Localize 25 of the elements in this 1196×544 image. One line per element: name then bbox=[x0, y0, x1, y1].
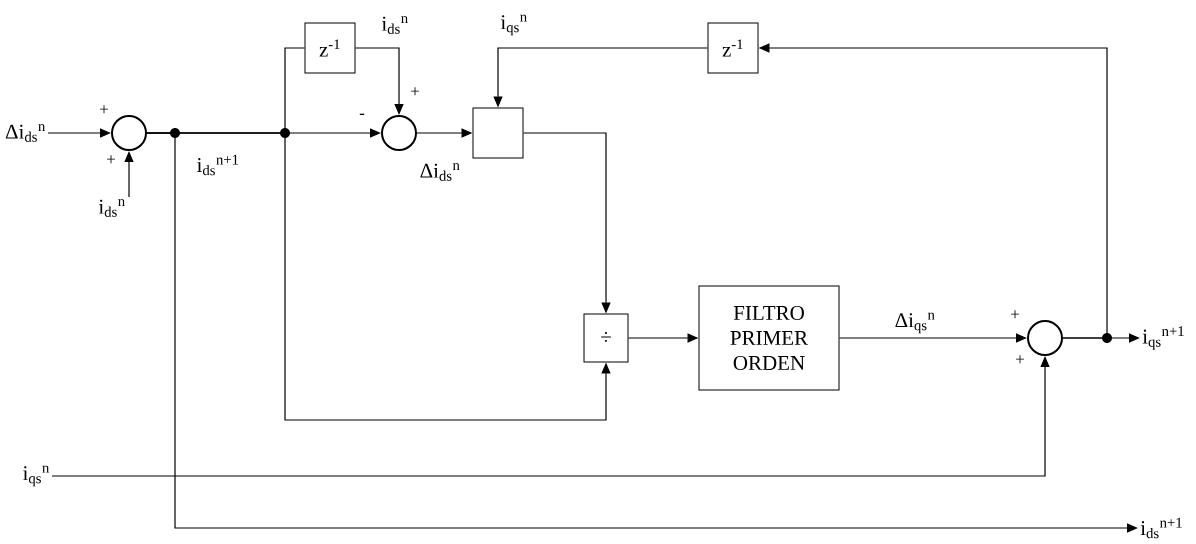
summing-junction bbox=[1027, 320, 1063, 356]
sign-label: + bbox=[1016, 355, 1024, 364]
summing-junction bbox=[381, 115, 417, 151]
signal-label: Δi$_{qs}$n bbox=[895, 312, 935, 334]
signal-label: i$_{qs}$n bbox=[500, 14, 527, 36]
signal-label: i$_{ds}$n bbox=[381, 16, 408, 34]
signal-label: Δi$_{ds}$n bbox=[420, 163, 460, 181]
signal-label: i$_{ds}$n+1 bbox=[1140, 517, 1182, 539]
signal-label: i$_{ds}$n bbox=[98, 199, 125, 217]
delay-box: z$^{-1}$ bbox=[707, 22, 759, 74]
block-box bbox=[472, 107, 524, 159]
sign-label: + bbox=[107, 155, 115, 164]
signal-label: i$_{ds}$n+1 bbox=[197, 154, 239, 176]
signal-label: Δi$_{ds}$n bbox=[5, 124, 46, 142]
filter-box: FILTRO PRIMER ORDEN bbox=[698, 285, 840, 391]
sign-label: + bbox=[100, 105, 108, 114]
sign-label: + bbox=[1011, 310, 1019, 319]
sign-label: + bbox=[411, 87, 419, 96]
delay-box: z$^{-1}$ bbox=[304, 22, 356, 74]
arrow bbox=[838, 333, 1027, 343]
signal-label: i$_{qs}$n bbox=[23, 465, 50, 487]
sign-label: - bbox=[359, 113, 365, 115]
arrow bbox=[146, 132, 1138, 533]
summing-junction bbox=[111, 115, 147, 151]
signal-label: i$_{qs}$n+1 bbox=[1142, 326, 1184, 350]
